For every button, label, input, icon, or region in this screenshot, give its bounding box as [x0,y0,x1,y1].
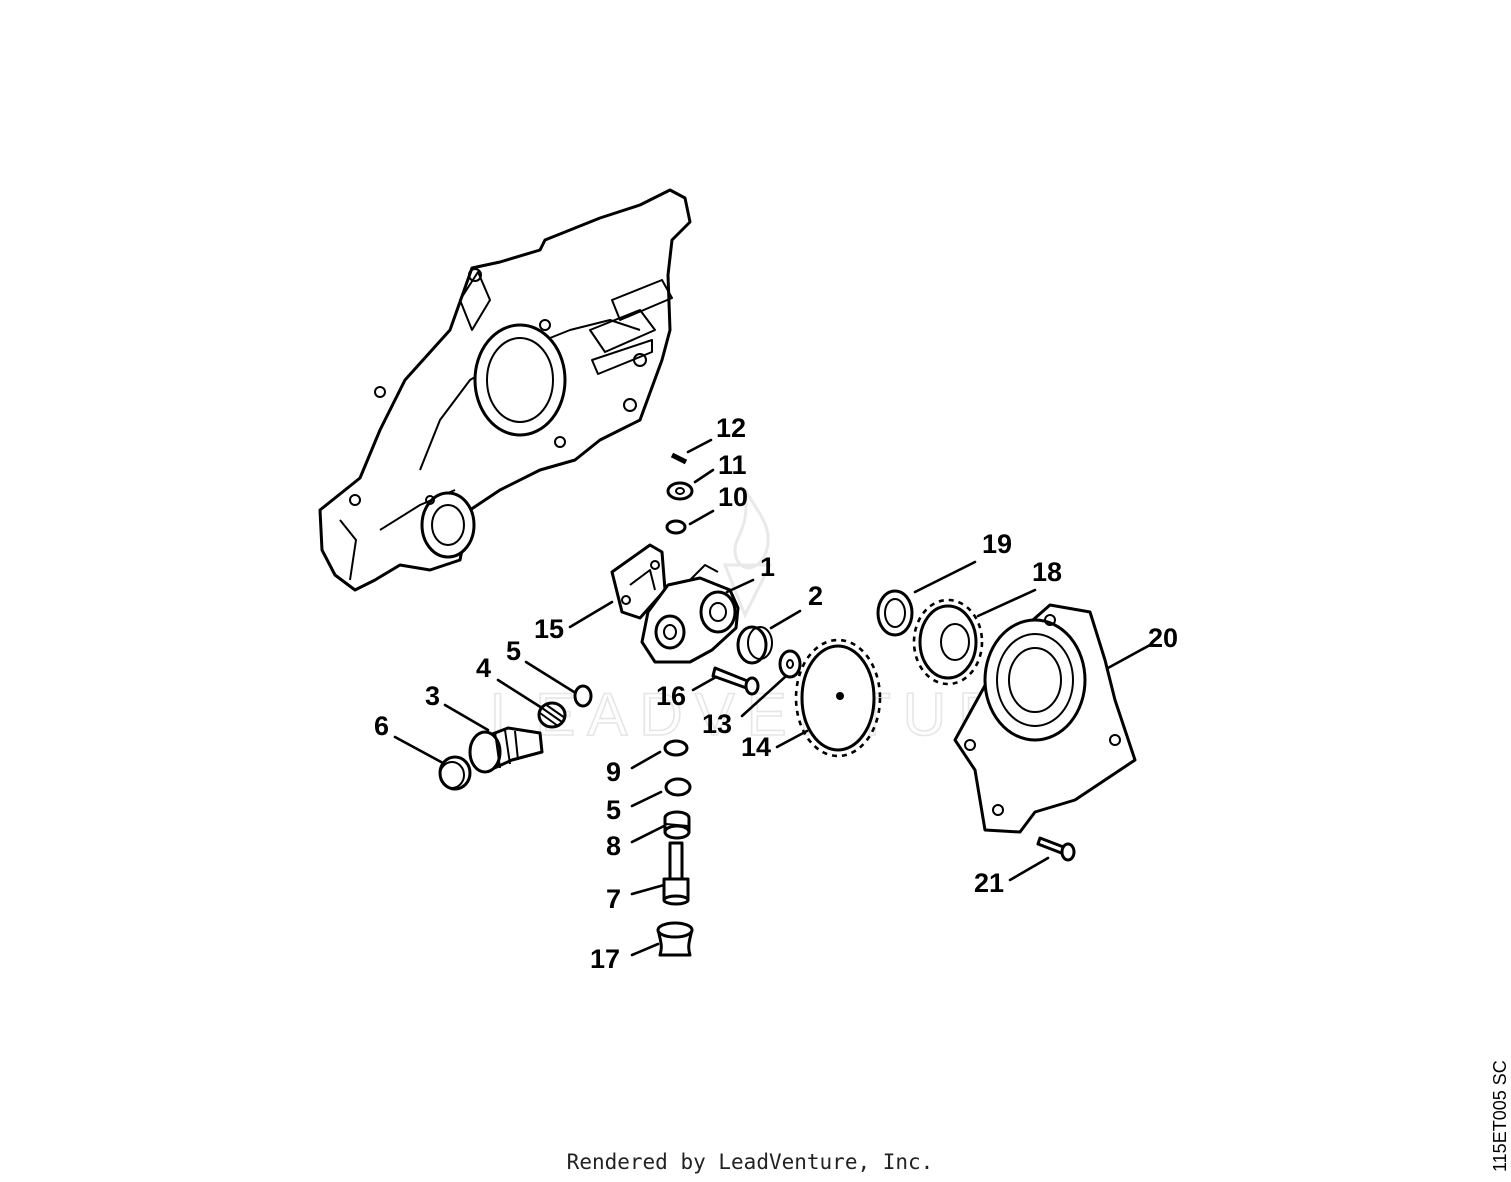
callout-8: 8 [606,831,621,861]
part-3-worm [468,726,544,774]
part-11-washer [666,481,694,501]
callout-12: 12 [716,413,746,443]
part-19-washer [876,589,914,637]
part-16-screw [711,666,760,696]
callout-1: 1 [760,552,775,582]
part-13-washer [778,649,802,679]
callout-15: 15 [534,614,564,644]
part-6-plug [438,755,472,791]
part-8-spring [663,810,691,840]
part-5-oring-lower [664,777,692,797]
callout-labels: 12 11 10 1 2 15 5 4 3 6 16 13 14 9 5 8 7… [374,413,1178,974]
callout-4: 4 [476,653,491,683]
callout-6: 6 [374,711,389,741]
callout-2: 2 [808,581,823,611]
callout-5-lower: 5 [606,795,621,825]
callout-7: 7 [606,884,621,914]
callout-3: 3 [425,681,440,711]
callout-9: 9 [606,757,621,787]
crankcase-housing [318,188,692,592]
part-4-spring [537,701,567,729]
callout-20: 20 [1148,623,1178,653]
part-20-cover [953,603,1137,834]
callout-14: 14 [741,732,771,762]
part-14-large-gear [794,638,882,758]
callout-11: 11 [718,450,747,480]
leader-lines [393,438,1152,957]
callout-21: 21 [974,868,1004,898]
part-21-screw [1036,836,1076,862]
part-18-small-gear [912,598,984,686]
callout-17: 17 [590,944,620,974]
part-10-ring [665,519,687,535]
part-17-sleeve [656,921,694,957]
part-2-seal [736,625,773,665]
callout-5-upper: 5 [506,636,521,666]
part-1-oil-pump [640,564,740,664]
part-9-ring [663,739,689,757]
part-5-oring-upper [573,684,593,708]
render-credit: Rendered by LeadVenture, Inc. [566,1150,934,1174]
callout-19: 19 [982,529,1012,559]
callout-13: 13 [702,709,732,739]
drawing-id: 115ET005 SC [1490,1060,1510,1172]
part-12-pin [670,452,688,465]
callout-10: 10 [718,482,748,512]
callout-16: 16 [656,681,686,711]
part-7-piston [662,841,690,906]
callout-18: 18 [1032,557,1062,587]
